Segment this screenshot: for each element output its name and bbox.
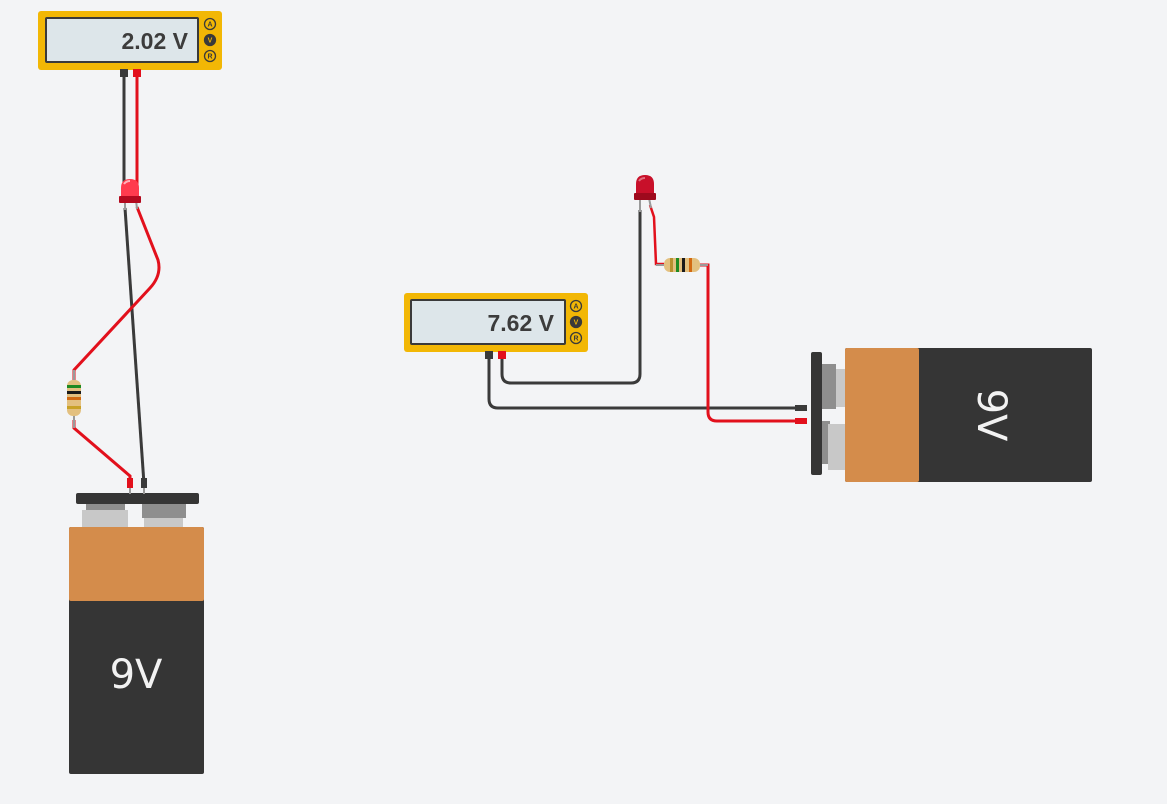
battery-clip[interactable]: [76, 493, 199, 504]
wire-red[interactable]: [72, 420, 132, 484]
negative-terminal[interactable]: [836, 369, 846, 407]
multimeter[interactable]: 2.02 V A V R: [38, 11, 222, 77]
resistor[interactable]: [67, 370, 81, 428]
multimeter[interactable]: 7.62 V A V R: [404, 293, 588, 359]
mode-v-label: V: [208, 38, 213, 45]
black-connector[interactable]: [795, 405, 807, 411]
mode-a-label: A: [207, 22, 212, 29]
wire-black[interactable]: [500, 210, 642, 385]
multimeter-reading: 7.62 V: [488, 310, 555, 336]
wire-red[interactable]: [700, 263, 798, 423]
negative-terminal[interactable]: [82, 510, 128, 528]
positive-terminal[interactable]: [144, 518, 183, 528]
multimeter-screen: [47, 19, 197, 61]
battery-clip[interactable]: [811, 352, 822, 475]
wire-red[interactable]: [72, 206, 161, 380]
led[interactable]: [119, 179, 141, 210]
wire-black[interactable]: [487, 356, 798, 410]
mode-a-label: A: [573, 304, 578, 311]
resistor[interactable]: [656, 258, 708, 272]
wires-right: [487, 204, 798, 423]
battery[interactable]: 9V: [795, 348, 1092, 482]
black-connector[interactable]: [141, 478, 147, 488]
mode-r-label: R: [573, 336, 578, 343]
mode-selector[interactable]: A V R: [203, 17, 217, 63]
led[interactable]: [634, 175, 656, 212]
red-terminal[interactable]: [498, 351, 506, 359]
black-terminal[interactable]: [485, 351, 493, 359]
multimeter-screen: [412, 301, 564, 343]
black-terminal[interactable]: [120, 69, 128, 77]
red-connector[interactable]: [127, 478, 133, 488]
wire-red[interactable]: [648, 204, 664, 266]
mode-selector[interactable]: A V R: [569, 299, 583, 345]
red-terminal[interactable]: [133, 69, 141, 77]
wires-left: [72, 76, 161, 485]
mode-v-label: V: [574, 320, 579, 327]
multimeter-reading: 2.02 V: [122, 28, 189, 54]
battery-label: 9V: [968, 389, 1014, 442]
positive-terminal[interactable]: [828, 424, 846, 470]
battery-label: 9V: [110, 652, 163, 698]
wire-black[interactable]: [123, 207, 146, 485]
battery[interactable]: 9V: [69, 478, 204, 774]
red-connector[interactable]: [795, 418, 807, 424]
mode-r-label: R: [207, 54, 212, 61]
